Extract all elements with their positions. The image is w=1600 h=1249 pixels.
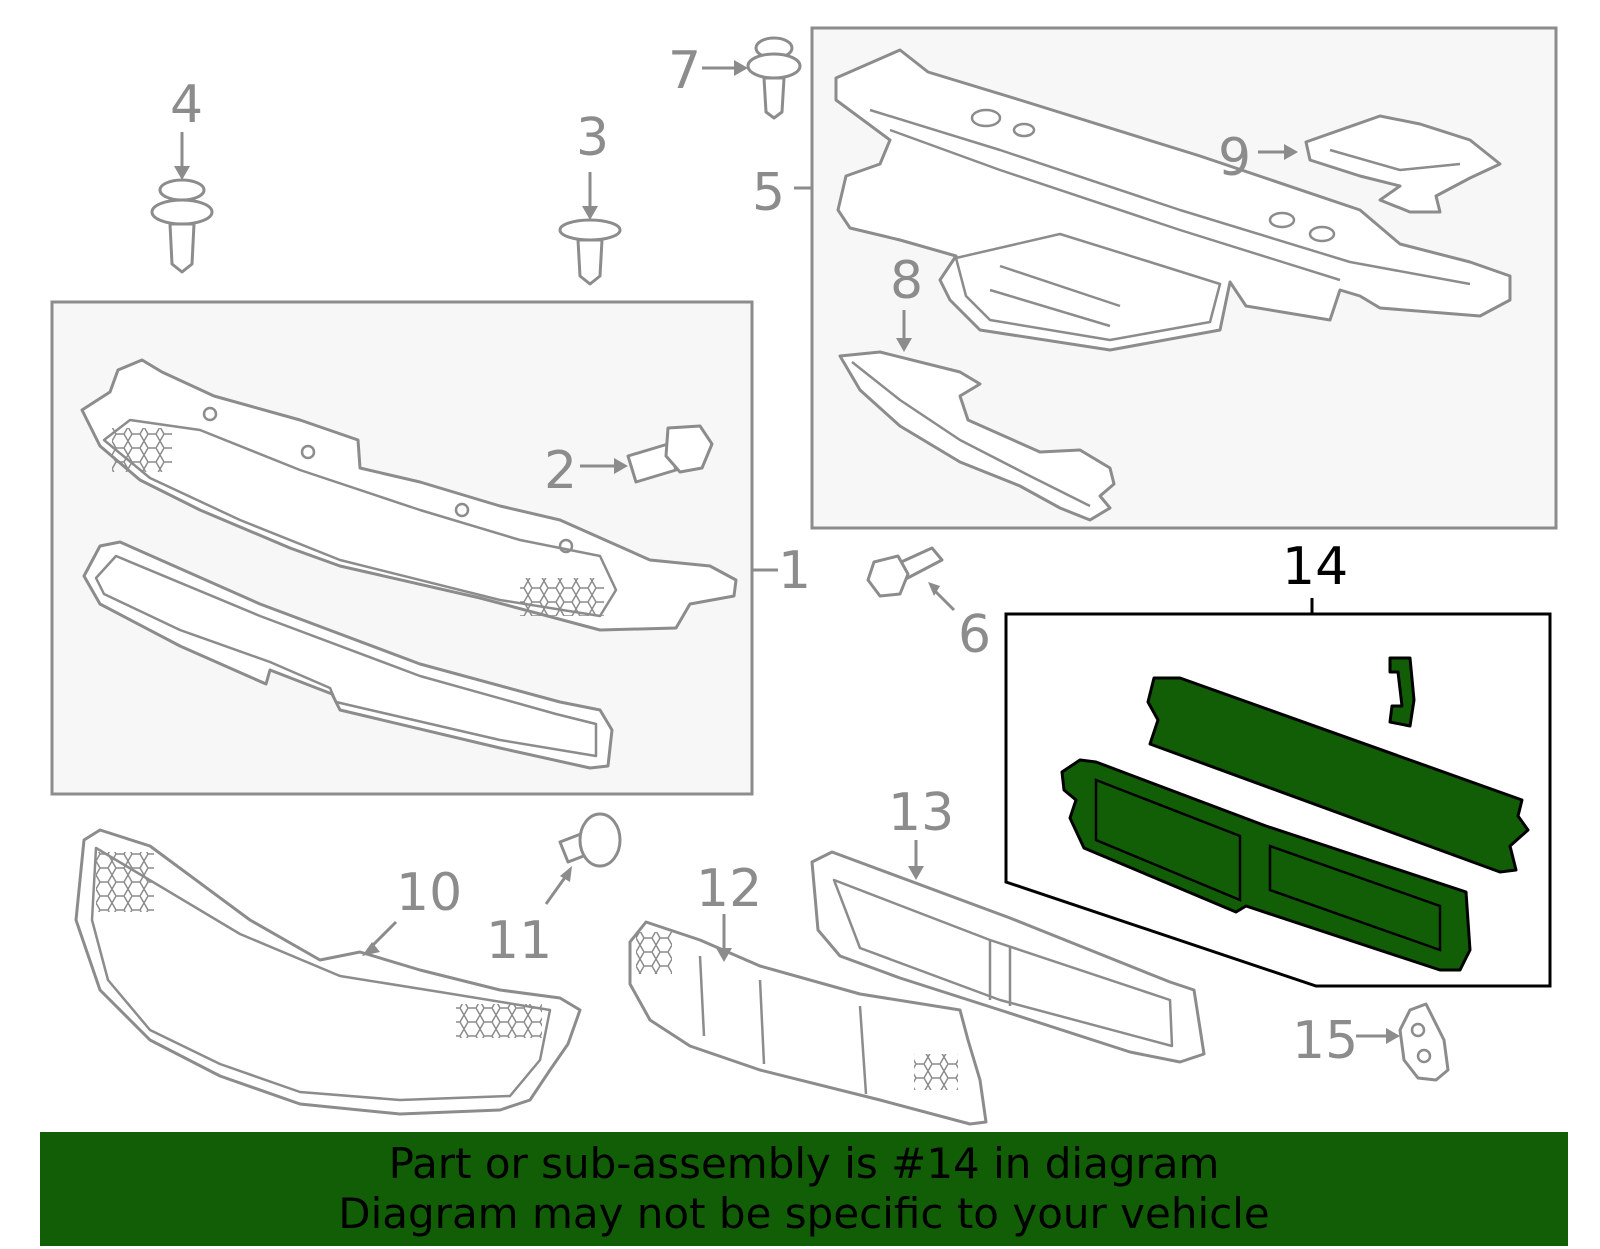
callout-13: 13 — [888, 783, 954, 843]
shutter-bracket-part[interactable] — [1388, 656, 1416, 728]
callout-10: 10 — [396, 863, 462, 923]
callout-15: 15 — [1292, 1011, 1358, 1071]
clip-4-part[interactable] — [150, 178, 214, 274]
deflector-13-part[interactable] — [810, 850, 1206, 1064]
callout-4: 4 — [170, 75, 203, 135]
clip-7-part[interactable] — [746, 36, 802, 120]
callout-1: 1 — [778, 541, 811, 601]
bolt-6-part[interactable] — [866, 546, 944, 598]
grille-molding-part[interactable] — [82, 540, 614, 770]
panel-12-part[interactable] — [628, 920, 988, 1126]
callout-12: 12 — [696, 859, 762, 919]
callout-7: 7 — [668, 41, 701, 101]
shutter-frame-part[interactable] — [1060, 758, 1472, 972]
info-banner: Part or sub-assembly is #14 in diagram D… — [40, 1132, 1568, 1246]
radiator-support-part[interactable] — [834, 48, 1512, 352]
callout-9: 9 — [1218, 128, 1251, 188]
callout-6: 6 — [958, 605, 991, 665]
shutter-panel-part[interactable] — [1146, 676, 1530, 874]
group-box-5 — [810, 26, 1558, 530]
deflector-9-part[interactable] — [1304, 114, 1502, 214]
part-15-part[interactable] — [1398, 1002, 1450, 1082]
bracket-8-part[interactable] — [838, 350, 1116, 522]
callout-5: 5 — [752, 163, 785, 223]
clip-3-part[interactable] — [558, 218, 622, 286]
callout-11: 11 — [486, 911, 552, 971]
callout-2: 2 — [544, 441, 577, 501]
screw-11-part[interactable] — [558, 812, 622, 868]
callout-8: 8 — [890, 251, 923, 311]
callout-3: 3 — [576, 108, 609, 168]
group-box-14 — [1004, 612, 1552, 988]
group-box-1 — [50, 300, 754, 796]
bolt-2-part[interactable] — [626, 424, 714, 484]
upper-grille-part[interactable] — [80, 358, 738, 632]
callout-14: 14 — [1282, 537, 1348, 597]
lower-grille-part[interactable] — [74, 828, 582, 1116]
banner-line-1: Part or sub-assembly is #14 in diagram — [388, 1139, 1220, 1188]
banner-line-2: Diagram may not be specific to your vehi… — [338, 1189, 1270, 1238]
